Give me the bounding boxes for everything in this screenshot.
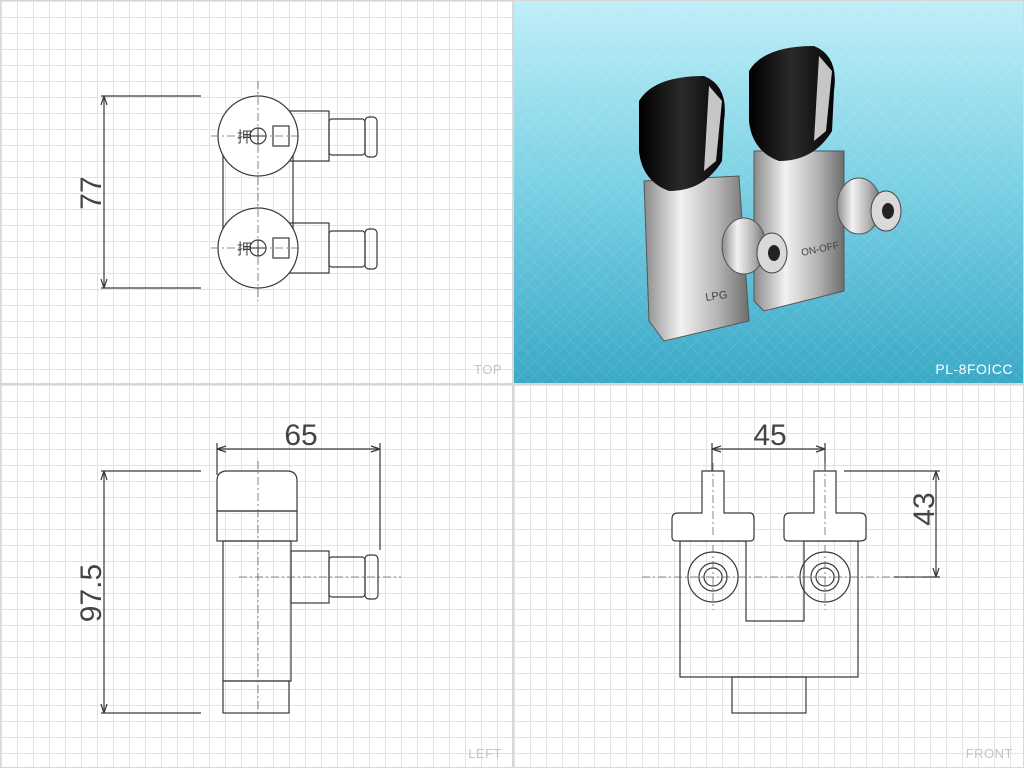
top-view-panel: 押 押 77 TOP bbox=[0, 0, 513, 384]
front-view-panel: 45 43 FRONT bbox=[513, 384, 1024, 768]
left-height-dimension: 97.5 bbox=[75, 564, 108, 622]
front-bottom bbox=[731, 676, 807, 714]
right-valve-body bbox=[753, 150, 845, 312]
top-dimension-label: 77 bbox=[75, 176, 108, 209]
right-nozzle-bore bbox=[882, 203, 894, 219]
upper-indicator bbox=[272, 125, 290, 147]
front-width-dimension: 45 bbox=[753, 419, 786, 452]
lower-indicator bbox=[272, 237, 290, 259]
dim-arrows bbox=[100, 95, 108, 289]
upper-knob-mark: 押 bbox=[237, 129, 252, 146]
left-knob bbox=[639, 76, 725, 191]
side-body bbox=[222, 540, 292, 682]
side-bottom bbox=[222, 680, 290, 714]
left-width-dimension: 65 bbox=[284, 419, 317, 452]
photo-engraving-left: LPG bbox=[705, 289, 728, 304]
view-label-front: FRONT bbox=[965, 746, 1013, 761]
product-photo: ON-OFF LPG bbox=[639, 46, 902, 342]
left-nozzle-bore bbox=[768, 245, 780, 261]
view-label-top: TOP bbox=[474, 362, 502, 377]
product-photo-panel: ON-OFF LPG PL-8FOICC bbox=[513, 0, 1024, 384]
product-model-label: PL-8FOICC bbox=[935, 361, 1013, 377]
grid-background bbox=[1, 385, 512, 767]
view-label-left: LEFT bbox=[468, 746, 502, 761]
top-view-drawing: 押 押 77 bbox=[75, 81, 378, 301]
right-knob-stripe bbox=[814, 56, 832, 141]
left-valve-body bbox=[643, 175, 750, 342]
grid-background bbox=[1, 1, 512, 383]
lower-nozzle bbox=[328, 230, 366, 268]
front-height-dimension: 43 bbox=[908, 492, 941, 525]
lower-knob-mark: 押 bbox=[237, 241, 252, 258]
upper-nozzle-tip bbox=[364, 116, 378, 158]
front-body bbox=[679, 540, 859, 678]
left-view-panel: 65 97.5 LEFT bbox=[0, 384, 513, 768]
lower-nozzle-tip bbox=[364, 228, 378, 270]
left-knob-stripe bbox=[704, 86, 722, 171]
left-view-drawing: 65 97.5 bbox=[75, 419, 401, 715]
right-knob bbox=[749, 46, 835, 161]
side-knob-base bbox=[216, 510, 298, 542]
upper-nozzle bbox=[328, 118, 366, 156]
side-knob bbox=[216, 470, 298, 512]
front-view-drawing: 45 43 bbox=[642, 419, 941, 714]
